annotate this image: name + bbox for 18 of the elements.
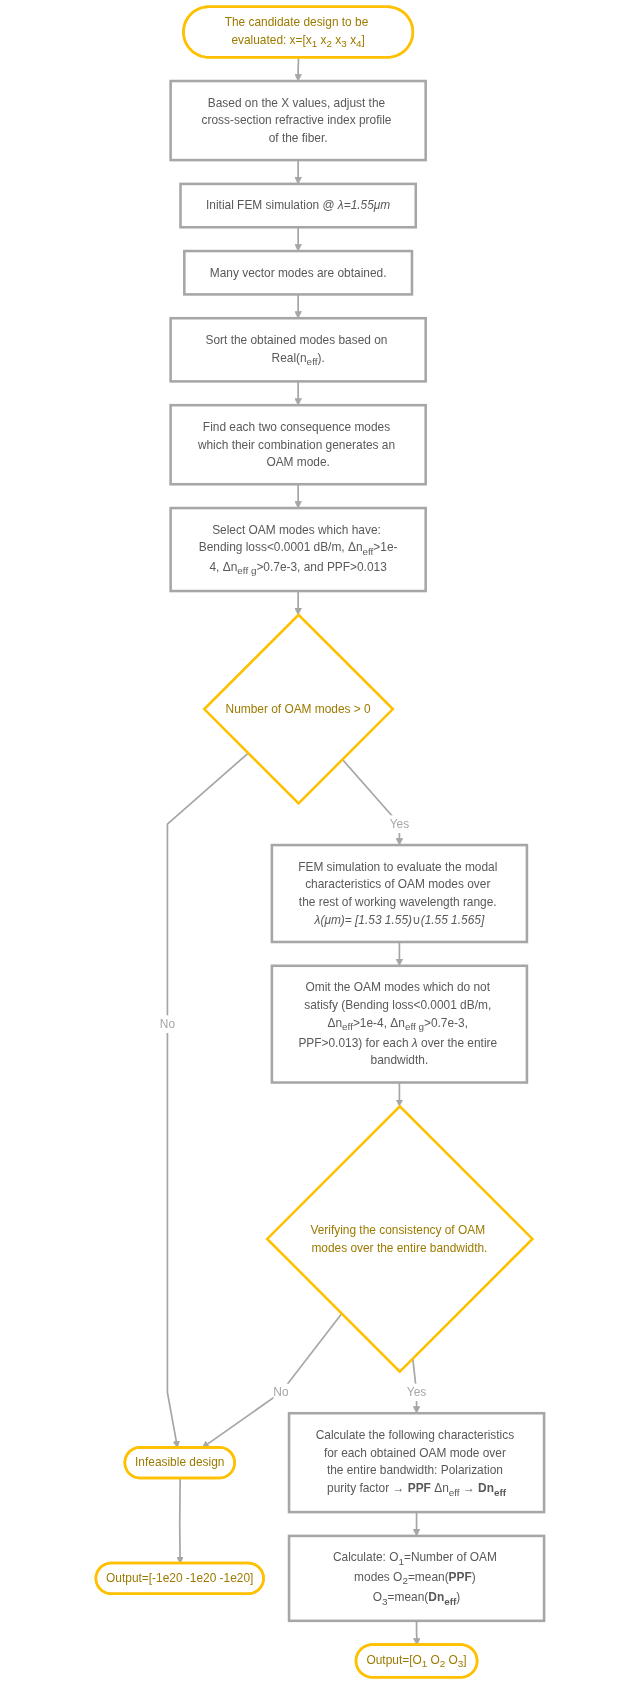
- arrow: [176, 1477, 184, 1564]
- arrow: [341, 758, 404, 846]
- node-box: Initial FEM simulation @ λ=1.55μm: [179, 182, 418, 229]
- edge-label: No: [273, 1385, 289, 1399]
- edge-label: No: [159, 1016, 176, 1031]
- node-diamond: Number of OAM modes > 0: [202, 613, 395, 806]
- node-diamond: Verifying the consistency of OAM modes over the entire bandwidth.: [265, 1104, 535, 1374]
- node-box: Sort the obtained modes based on Real(n$_{eff}$).: [169, 316, 427, 383]
- edge-label: Yes: [389, 817, 410, 831]
- node-box: Calculate: O$_{1}$=Number of OAM modes O$_{2}$=mean(PPF) O$_{3}$=mean(Dn$_{eff}$): [287, 1534, 546, 1623]
- node-box: Based on the X values, adjust the cross-section refractive index profile of the fiber.: [169, 79, 427, 162]
- node-box: FEM simulation to evaluate the modal characteristics of OAM modes over the rest of working wavelength range. λ(μm)= [1.53 1.55)∪(1.55 1.565]: [270, 843, 529, 944]
- node-box: Many vector modes are obtained.: [183, 249, 414, 296]
- node-box: Select OAM modes which have: Bending loss<0.0001 dB/m, Δn$_{eff}$>1e-4, Δn$_{eff g}$>0.7e-3, and PPF>0.013: [169, 506, 427, 593]
- node-box: Omit the OAM modes which do not satisfy (Bending loss<0.0001 dB/m, Δn$_{eff}$>1e-4, Δn$_{eff g}$>0.7e-3, PPF>0.013) for each λ over the entire bandwidth.: [270, 964, 529, 1084]
- node-box: Find each two consequence modes which their combination generates an OAM mode.: [169, 403, 427, 486]
- node-box: Calculate the following characteristics for each obtained OAM mode over the entire bandwidth: Polarization purity factor → PPF Δn$_{eff}$ → Dn$_{eff}$: [287, 1411, 546, 1514]
- edge-label: Yes: [406, 1385, 427, 1399]
